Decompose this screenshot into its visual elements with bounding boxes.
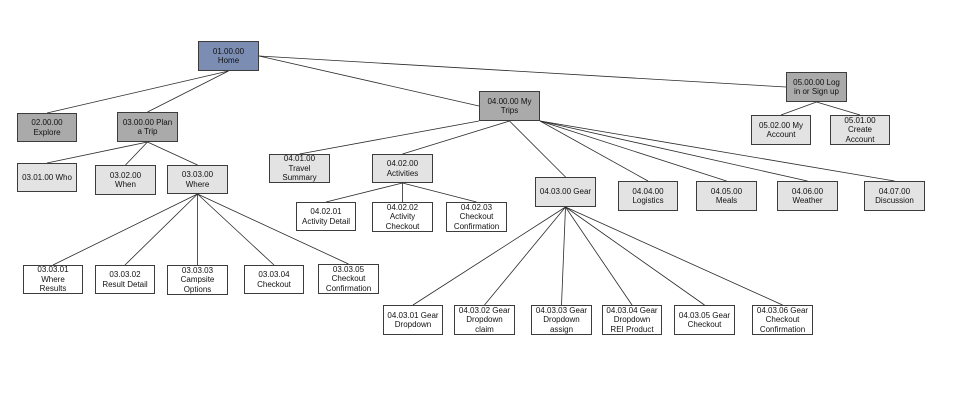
node-when[interactable]: 03.02.00 When: [95, 165, 156, 195]
node-home-label: 01.00.00 Home: [212, 46, 245, 66]
node-gear-label: 04.03.00 Gear: [539, 187, 592, 197]
node-plan-a-trip-label: 03.00.00 Plan a Trip: [122, 117, 173, 137]
connector-login-create_account: [816, 101, 861, 116]
node-result-detail-label: 03.03.02 Result Detail: [102, 270, 148, 289]
connector-gear-gear_dropdown_assign: [561, 206, 566, 306]
node-where-results[interactable]: 03.03.01 Where Results: [23, 265, 83, 294]
connector-gear-gear_dropdown: [412, 206, 566, 306]
node-where-checkout-label: 03.03.04 Checkout: [257, 270, 291, 289]
node-gear-dropdown-rei-product[interactable]: 04.03.04 Gear Dropdown REI Product: [602, 305, 662, 335]
connector-my_trips-weather: [539, 120, 808, 182]
node-gear-dropdown-rei-product-label: 04.03.04 Gear Dropdown REI Product: [606, 305, 658, 334]
node-gear-dropdown-assign[interactable]: 04.03.03 Gear Dropdown assign: [531, 305, 592, 335]
node-gear-checkout-label: 04.03.05 Gear Checkout: [678, 310, 731, 330]
node-activity-detail-label: 04.02.01 Activity Detail: [301, 207, 350, 226]
node-login[interactable]: 05.00.00 Log in or Sign up: [786, 72, 847, 102]
node-travel-summary[interactable]: 04.01.00 Travel Summary: [269, 154, 330, 183]
node-my-trips-label: 04.00.00 My Trips: [487, 96, 532, 116]
node-activities-label: 04.02.00 Activities: [386, 159, 419, 178]
node-activities[interactable]: 04.02.00 Activities: [372, 154, 433, 183]
node-gear-checkout-confirmation-label: 04.03.06 Gear Checkout Confirmation: [756, 305, 809, 334]
node-activities-checkout-confirmation[interactable]: 04.02.03 Checkout Confirmation: [446, 202, 507, 232]
node-gear-checkout-confirmation[interactable]: 04.03.06 Gear Checkout Confirmation: [752, 305, 813, 335]
connector-where-result_detail: [124, 193, 198, 266]
node-logistics-label: 04.04.00 Logistics: [632, 186, 664, 206]
connector-gear-gear_dropdown_claim: [484, 206, 566, 306]
node-explore-label: 02.00.00 Explore: [31, 118, 63, 137]
node-activity-detail[interactable]: 04.02.01 Activity Detail: [296, 202, 356, 231]
node-result-detail[interactable]: 03.03.02 Result Detail: [95, 265, 155, 294]
node-meals[interactable]: 04.05.00 Meals: [696, 181, 757, 211]
connector-home-my_trips: [258, 55, 480, 107]
node-weather[interactable]: 04.06.00 Weather: [777, 181, 838, 211]
node-where-checkout-confirmation[interactable]: 03.03.05 Checkout Confirmation: [318, 264, 379, 294]
connector-my_trips-discussion: [539, 120, 895, 182]
connector-my_trips-travel_summary: [299, 120, 480, 155]
connector-gear-gear_dropdown_rei: [565, 206, 633, 306]
node-home[interactable]: 01.00.00 Home: [198, 41, 259, 71]
node-gear-dropdown[interactable]: 04.03.01 Gear Dropdown: [383, 305, 443, 335]
node-discussion-label: 04.07.00 Discussion: [875, 186, 914, 206]
node-plan-a-trip[interactable]: 03.00.00 Plan a Trip: [117, 112, 178, 142]
node-travel-summary-label: 04.01.00 Travel Summary: [282, 154, 317, 183]
connector-gear-gear_checkout_confirmation: [565, 206, 783, 306]
node-where-results-label: 03.03.01 Where Results: [37, 265, 69, 294]
connector-activities-activities_checkout_confirmation: [402, 182, 477, 203]
node-who[interactable]: 03.01.00 Who: [17, 163, 77, 192]
connector-plan_trip-when: [125, 141, 148, 166]
node-logistics[interactable]: 04.04.00 Logistics: [618, 181, 678, 211]
connector-my_trips-activities: [402, 120, 510, 155]
node-who-label: 03.01.00 Who: [22, 172, 72, 182]
connector-my_trips-meals: [539, 120, 727, 182]
node-my-account[interactable]: 05.02.00 My Account: [751, 115, 811, 145]
node-where[interactable]: 03.03.00 Where: [167, 165, 228, 194]
node-create-account-label: 05.01.00 Create Account: [844, 115, 876, 144]
node-activity-checkout[interactable]: 04.02.02 Activity Checkout: [372, 202, 433, 232]
node-activities-checkout-confirmation-label: 04.02.03 Checkout Confirmation: [453, 202, 500, 231]
connector-my_trips-gear: [509, 120, 566, 178]
connector-home-login: [258, 55, 787, 88]
node-gear-dropdown-claim-label: 04.03.02 Gear Dropdown claim: [458, 305, 511, 334]
node-discussion[interactable]: 04.07.00 Discussion: [864, 181, 925, 211]
node-my-trips[interactable]: 04.00.00 My Trips: [479, 91, 540, 121]
node-gear-dropdown-claim[interactable]: 04.03.02 Gear Dropdown claim: [454, 305, 515, 335]
connector-where-where_checkout_confirmation: [197, 193, 349, 265]
node-gear[interactable]: 04.03.00 Gear: [535, 177, 596, 207]
node-weather-label: 04.06.00 Weather: [791, 186, 824, 206]
connector-gear-gear_checkout: [565, 206, 705, 306]
node-gear-checkout[interactable]: 04.03.05 Gear Checkout: [674, 305, 735, 335]
connector-home-explore: [46, 70, 229, 114]
node-campsite-options-label: 03.03.03 Campsite Options: [180, 265, 215, 294]
connector-home-plan_trip: [147, 70, 229, 113]
node-when-label: 03.02.00 When: [109, 170, 142, 190]
node-my-account-label: 05.02.00 My Account: [758, 120, 804, 140]
node-where-checkout[interactable]: 03.03.04 Checkout: [244, 265, 304, 294]
node-create-account[interactable]: 05.01.00 Create Account: [830, 115, 890, 145]
connector-where-where_checkout: [197, 193, 275, 266]
connector-plan_trip-where: [147, 141, 198, 166]
node-where-checkout-confirmation-label: 03.03.05 Checkout Confirmation: [325, 264, 372, 293]
node-campsite-options[interactable]: 03.03.03 Campsite Options: [167, 265, 228, 295]
connector-activities-activity_detail: [325, 182, 403, 203]
connector-login-my_account: [780, 101, 817, 116]
node-meals-label: 04.05.00 Meals: [710, 186, 743, 206]
node-where-label: 03.03.00 Where: [181, 170, 214, 189]
node-gear-dropdown-label: 04.03.01 Gear Dropdown: [387, 310, 439, 330]
node-explore[interactable]: 02.00.00 Explore: [17, 113, 77, 142]
node-gear-dropdown-assign-label: 04.03.03 Gear Dropdown assign: [535, 305, 588, 334]
connector-my_trips-logistics: [539, 120, 649, 182]
node-login-label: 05.00.00 Log in or Sign up: [793, 77, 840, 97]
node-activity-checkout-label: 04.02.02 Activity Checkout: [385, 202, 420, 231]
connector-plan_trip-who: [46, 141, 148, 164]
connector-where-where_results: [52, 193, 198, 266]
